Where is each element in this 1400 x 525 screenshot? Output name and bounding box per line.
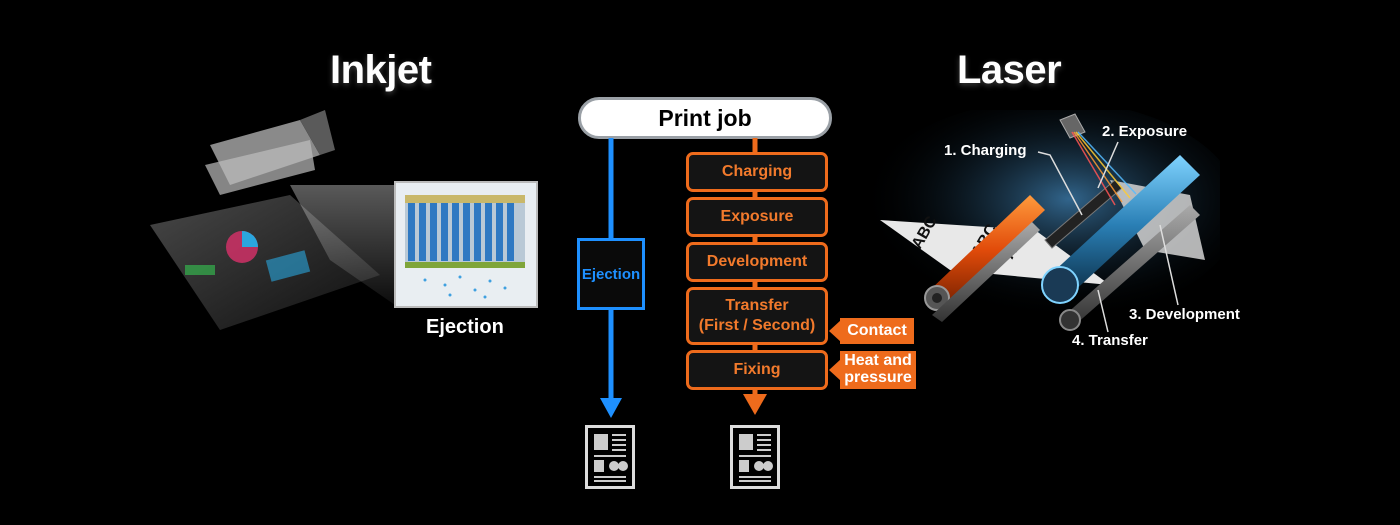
laser-title: Laser bbox=[957, 48, 1062, 92]
laser-step-transfer: Transfer (First / Second) bbox=[686, 287, 828, 345]
laser-step-fixing: Fixing bbox=[686, 350, 828, 390]
laser-callout-exposure: 2. Exposure bbox=[1102, 123, 1188, 140]
laser-callout-charging: 1. Charging bbox=[944, 142, 1027, 159]
inkjet-step-ejection: Ejection bbox=[577, 238, 645, 310]
inkjet-title: Inkjet bbox=[330, 48, 432, 92]
laser-illustration: ABC ABC ABC bbox=[860, 110, 1220, 333]
heat-tag-pointer bbox=[829, 359, 841, 381]
contact-tag: Contact bbox=[840, 318, 914, 344]
printed-document-icon bbox=[730, 425, 780, 489]
photoconductor-drum bbox=[1050, 155, 1200, 295]
laser-callout-transfer: 4. Transfer bbox=[1072, 332, 1148, 349]
heat-pressure-tag: Heat and pressure bbox=[840, 351, 916, 389]
laser-beams bbox=[1071, 131, 1137, 206]
fuser-roller bbox=[930, 195, 1045, 305]
inkjet-illustration bbox=[150, 110, 538, 330]
laser-step-exposure: Exposure bbox=[686, 197, 828, 237]
laser-callout-development: 3. Development bbox=[1129, 306, 1240, 323]
laser-step-charging: Charging bbox=[686, 152, 828, 192]
inkjet-caption: Ejection bbox=[426, 316, 504, 338]
print-job-node: Print job bbox=[578, 97, 832, 139]
laser-step-development: Development bbox=[686, 242, 828, 282]
inkjet-arrowhead bbox=[600, 398, 622, 418]
laser-arrowhead bbox=[743, 394, 767, 415]
contact-tag-pointer bbox=[829, 320, 841, 342]
printed-document-icon bbox=[585, 425, 635, 489]
